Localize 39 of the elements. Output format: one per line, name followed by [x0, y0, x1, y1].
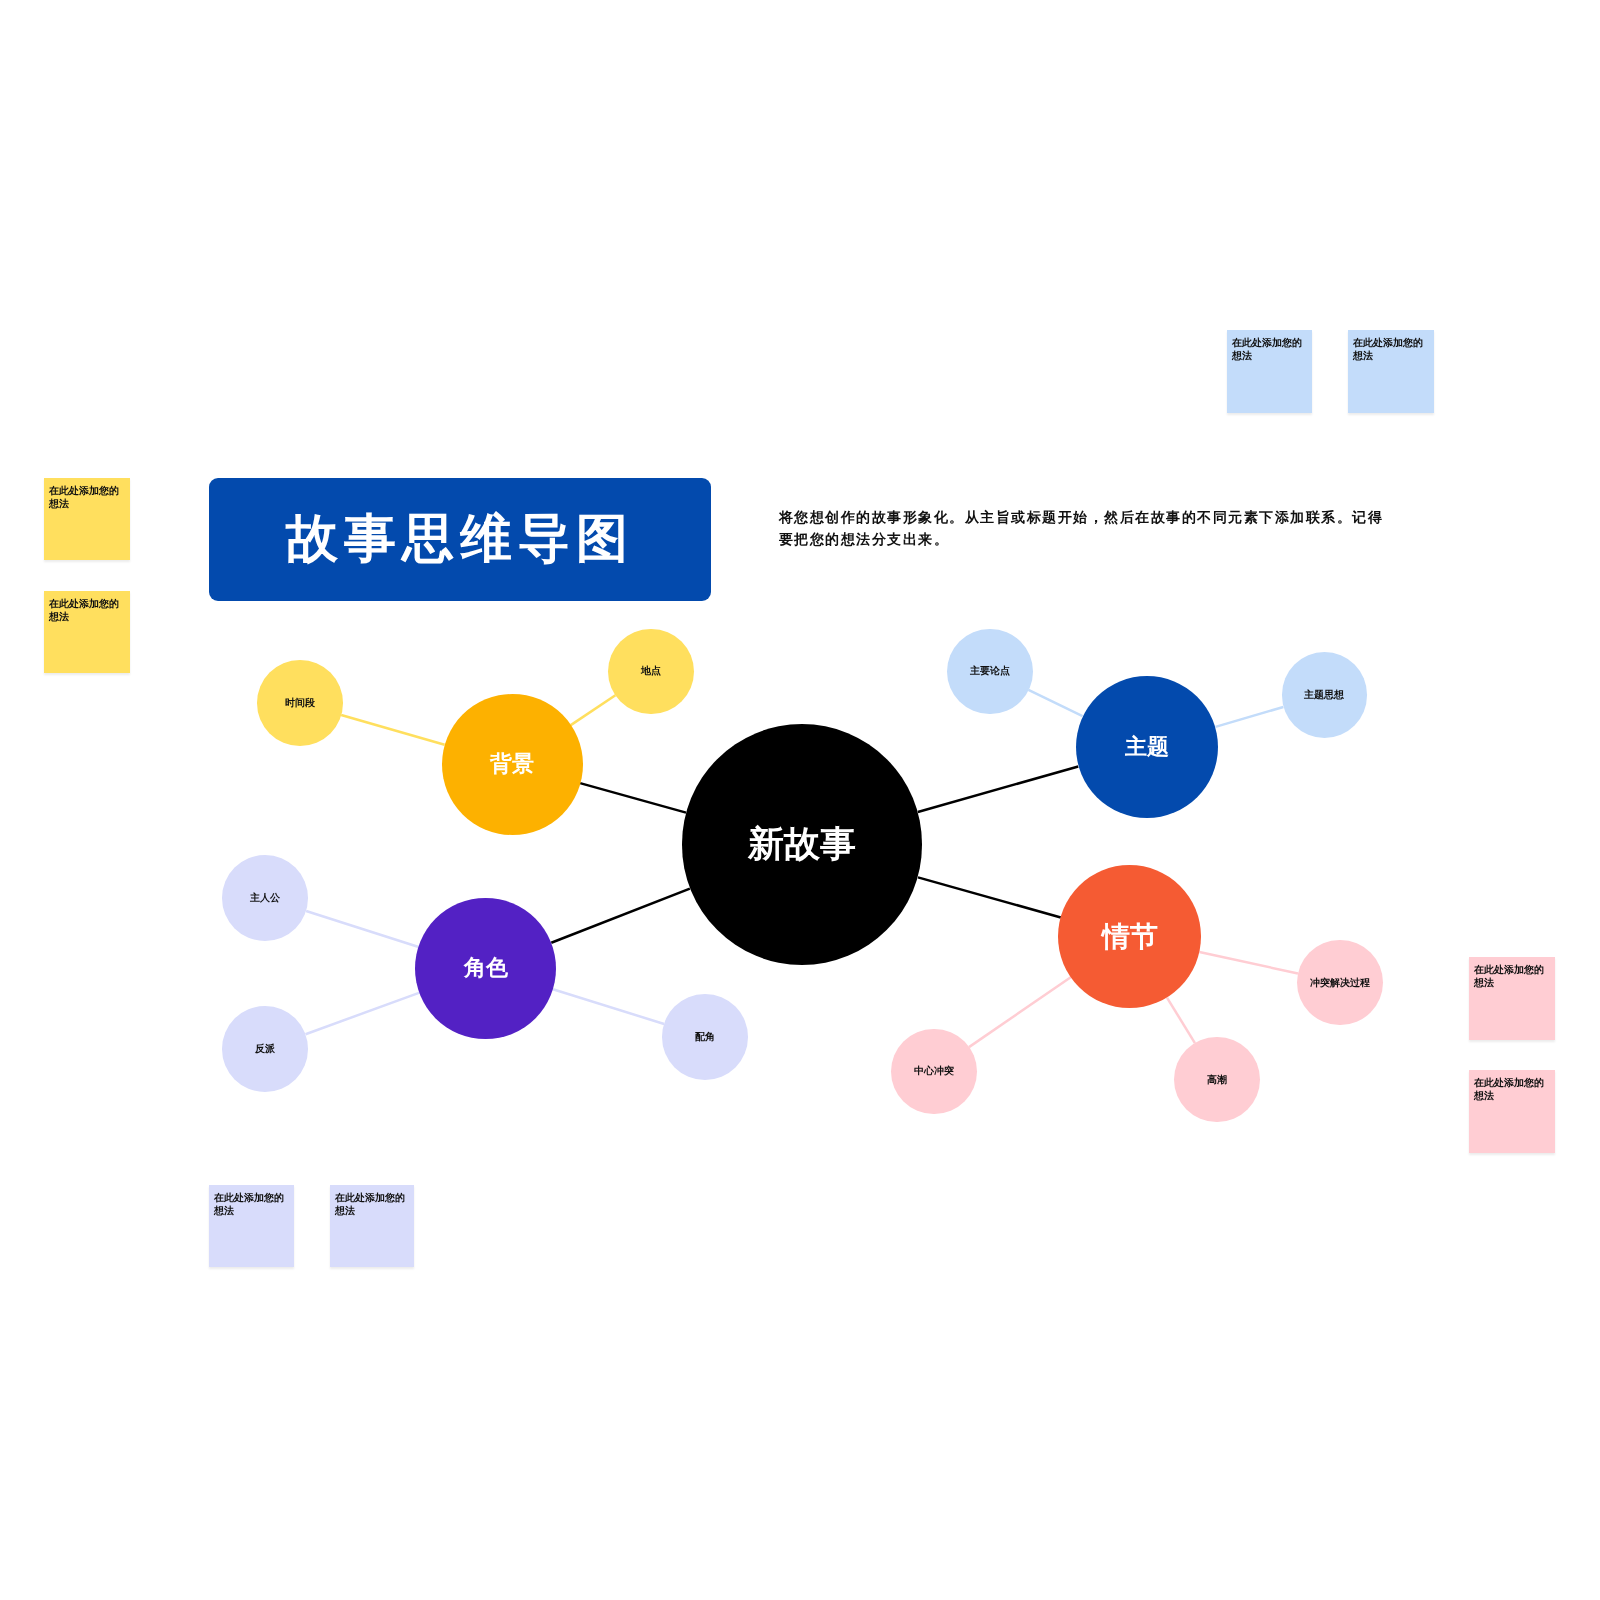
sticky-note: 在此处添加您的想法 [43, 590, 130, 674]
description-text: 将您想创作的故事形象化。从主旨或标题开始，然后在故事的不同元素下添加联系。记得要把您的想法分支出来。 [778, 508, 1385, 550]
connector-line [552, 988, 665, 1026]
subtopic-circle: 主题思想 [1281, 652, 1368, 738]
connector-line [570, 694, 617, 727]
connector-line [917, 876, 1062, 919]
connector-line [917, 765, 1079, 814]
connector-line [1165, 996, 1196, 1044]
title-banner: 故事思维导图 [209, 477, 712, 601]
sticky-note: 在此处添加您的想法 [1347, 329, 1434, 414]
sticky-note: 在此处添加您的想法 [1469, 1070, 1556, 1154]
connector-line [340, 713, 445, 746]
topic-circle: 角色 [415, 897, 557, 1039]
subtopic-circle: 反派 [222, 1006, 309, 1092]
central-circle: 新故事 [681, 724, 923, 966]
connector-line [579, 781, 687, 814]
subtopic-circle: 高潮 [1174, 1036, 1261, 1123]
connector-line [305, 991, 421, 1036]
subtopic-circle: 中心冲突 [890, 1028, 977, 1115]
connector-line [550, 887, 691, 944]
subtopic-circle: 配角 [662, 993, 748, 1080]
subtopic-circle: 主人公 [222, 855, 309, 941]
subtopic-circle: 地点 [608, 628, 694, 715]
connector-line [1027, 688, 1084, 718]
subtopic-circle: 冲突解决过程 [1296, 939, 1383, 1026]
sticky-note: 在此处添加您的想法 [1226, 329, 1313, 414]
sticky-note: 在此处添加您的想法 [1469, 957, 1556, 1040]
topic-circle: 情节 [1058, 865, 1201, 1009]
topic-circle: 主题 [1075, 675, 1219, 819]
topic-circle: 背景 [441, 693, 583, 835]
sticky-note: 在此处添加您的想法 [209, 1184, 294, 1268]
subtopic-circle: 时间段 [257, 660, 343, 746]
subtopic-circle: 主要论点 [946, 628, 1033, 715]
sticky-note: 在此处添加您的想法 [43, 477, 130, 561]
connector-line [1215, 705, 1284, 729]
sticky-note: 在此处添加您的想法 [329, 1184, 415, 1268]
connector-line [305, 909, 420, 949]
connector-line [968, 976, 1072, 1049]
connector-line [1199, 950, 1299, 975]
